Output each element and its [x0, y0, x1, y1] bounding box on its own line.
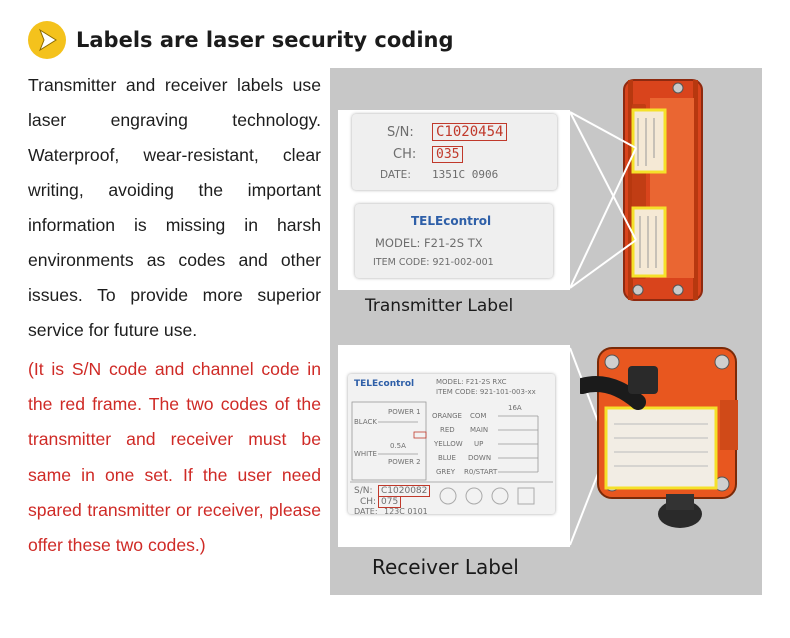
receiver-wiring-diagram: [350, 401, 553, 505]
receiver-ch-value: 075: [378, 496, 402, 508]
receiver-caption: Receiver Label: [372, 555, 519, 579]
function-3: DOWN: [468, 454, 492, 462]
wire-black: BLACK: [354, 418, 378, 426]
receiver-item-code: ITEM CODE: 921-101-003-xx: [436, 388, 536, 396]
tx-label-highlight-bottom: [631, 206, 667, 278]
function-2: UP: [474, 440, 484, 448]
receiver-sn-value: C1020082: [378, 485, 431, 497]
fuse-rating: 0.5A: [390, 442, 406, 450]
receiver-ch-caption: CH:: [360, 497, 377, 507]
function-0: COM: [470, 412, 487, 420]
section-heading: Labels are laser security coding: [28, 20, 454, 60]
section-title: Labels are laser security coding: [76, 28, 454, 52]
transmitter-caption: Transmitter Label: [365, 296, 514, 316]
receiver-date-value: 123C 0101: [384, 507, 428, 516]
wire-color-2: YELLOW: [434, 440, 463, 448]
date-caption: DATE:: [380, 169, 411, 181]
wire-color-1: RED: [440, 426, 455, 434]
sn-caption: S/N:: [387, 125, 414, 140]
transmitter-date-value: 1351C 0906: [432, 168, 499, 181]
transmitter-serial-label: S/N: C1020454 CH: 035 DATE: 1351C 0906: [352, 114, 557, 190]
description-text: Transmitter and receiver labels use lase…: [28, 68, 321, 348]
transmitter-sn-value: C1020454: [432, 123, 508, 141]
wire-color-4: GREY: [436, 468, 455, 476]
rx-label-highlight: [604, 406, 718, 490]
chevron-right-icon: [28, 21, 66, 59]
transmitter-item-code: ITEM CODE: 921-002-001: [373, 257, 494, 268]
wire-color-0: ORANGE: [432, 412, 462, 420]
wire-color-3: BLUE: [438, 454, 456, 462]
ch-caption: CH:: [393, 147, 417, 162]
receiver-label: TELEcontrol MODEL: F21-2S RXC ITEM CODE:…: [348, 374, 555, 516]
receiver-sn-caption: S/N:: [354, 486, 373, 496]
receiver-device-image: [580, 347, 738, 528]
transmitter-ch-value: 035: [432, 146, 464, 163]
brand-logo: TELEcontrol: [411, 214, 492, 228]
receiver-model-text: MODEL: F21-2S RXC: [436, 378, 507, 386]
relay-rating: 16A: [508, 404, 522, 412]
description-paragraph: Transmitter and receiver labels use lase…: [28, 75, 321, 340]
receiver-brand-logo: TELEcontrol: [354, 379, 415, 389]
function-1: MAIN: [470, 426, 489, 434]
transmitter-model-label: TELEcontrol MODEL: F21-2S TX ITEM CODE: …: [355, 204, 553, 278]
transmitter-model-text: MODEL: F21-2S TX: [375, 236, 483, 250]
power-2: POWER 2: [388, 458, 421, 466]
security-code-note: (It is S/N code and channel code in the …: [28, 359, 321, 556]
function-4: R0/START: [464, 468, 498, 476]
receiver-date-caption: DATE:: [354, 507, 378, 516]
power-1: POWER 1: [388, 408, 421, 416]
wire-white: WHITE: [354, 450, 377, 458]
